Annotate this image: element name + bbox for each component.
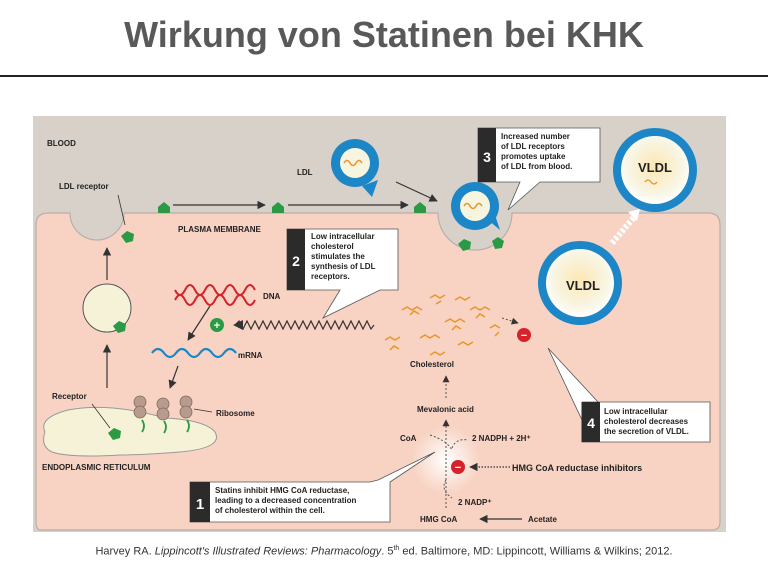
ldl-bound-icon [451,182,500,230]
vldl-secreted-icon: VLDL [613,128,697,212]
step-3-number: 3 [483,149,491,165]
vldl-label: VLDL [638,160,672,175]
er-receptor-icon [108,428,121,440]
receptor-pointer [91,403,111,429]
mrna-icon [151,347,237,359]
step-4-callout: 4 Low intracellular cholesterol decrease… [547,347,711,443]
nadp-label: 2 NADP⁺ [458,498,492,507]
stimulation-plus-icon: + [210,318,224,332]
cholesterol-to-vldl-arrow [501,317,519,325]
citation-book-title: Lippincott's Illustrated Reviews: Pharma… [154,545,382,558]
acetate-label: Acetate [528,515,557,524]
dna-icon [174,284,256,306]
ldl-receptor-icon [272,202,284,213]
step-3-text: Increased number of LDL receptors promot… [501,132,572,171]
ldl-receptor-icon [414,202,426,213]
citation-publisher: ed. Baltimore, MD: Lippincott, Williams … [399,545,673,558]
membrane-ldl-receptors [121,202,504,251]
statin-inhibition-minus-icon: − [451,460,465,474]
ribosome-label: Ribosome [216,409,255,418]
endoplasmic-reticulum [43,406,217,457]
hmg-coa-label: HMG CoA [420,515,458,524]
vldl-label: VLDL [566,278,600,293]
citation-edition: . 5 [381,545,394,558]
step-2-text: Low intracellular cholesterol stimulates… [311,232,378,281]
step-1-callout: 1 Statins inhibit HMG CoA reductase, lea… [189,451,436,523]
svg-text:+: + [214,320,220,332]
slide-title: Wirkung von Statinen bei KHK [124,14,644,55]
mevalonic-acid-label: Mevalonic acid [417,405,474,414]
step-1-number: 1 [196,496,204,513]
plasma-membrane-label: PLASMA MEMBRANE [178,225,261,234]
step-4-text: Low intracellular cholesterol decreases … [604,407,690,436]
step-2-number: 2 [292,253,300,269]
citation: Harvey RA. Lippincott's Illustrated Revi… [0,545,768,558]
ldl-receptor-icon [492,237,504,249]
blood-label: BLOOD [47,139,76,148]
ldl-receptor-label: LDL receptor [59,182,109,191]
step-1-text: Statins inhibit HMG CoA reductase, leadi… [215,486,359,515]
er-label: ENDOPLASMIC RETICULUM [42,463,151,472]
transport-vesicle-icon [82,283,132,333]
receptor-label: Receptor [52,392,87,401]
cholesterol-signal-zigzag [234,319,375,331]
ribosome-icon [133,395,193,421]
mrna-label: mRNA [238,351,263,360]
ldl-receptor-icon [458,239,471,251]
title-divider [0,75,768,77]
ldl-to-receptor-arrow [395,181,438,202]
citation-edition-suffix: th [393,545,400,552]
translation-arrow [168,365,179,389]
svg-text:−: − [455,462,461,474]
coa-label: CoA [400,434,417,443]
citation-authors: Harvey RA. [95,545,155,558]
inhibitor-label: HMG CoA reductase inhibitors [512,463,642,473]
vldl-intracellular-icon: VLDL [538,241,622,325]
ldl-receptor-icon [158,202,170,213]
ldl-receptor-pointer [117,194,126,226]
ldl-particle-icon [331,139,379,197]
cholesterol-molecules-icon [384,294,501,356]
vldl-secretion-arrow [609,213,639,245]
nadph-label: 2 NADPH + 2H⁺ [472,434,531,443]
ribosome-pointer [193,408,213,413]
svg-text:−: − [521,330,527,342]
cholesterol-label: Cholesterol [410,360,454,369]
step-3-callout: 3 Increased number of LDL receptors prom… [477,127,601,211]
step-2-callout: 2 Low intracellular cholesterol stimulat… [286,228,399,319]
ldl-receptor-icon [121,231,134,243]
step-4-number: 4 [587,415,595,431]
vldl-inhibition-minus-icon: − [517,328,531,342]
transcription-arrow [187,305,211,341]
dna-label: DNA [263,292,281,301]
ldl-label: LDL [297,168,313,177]
